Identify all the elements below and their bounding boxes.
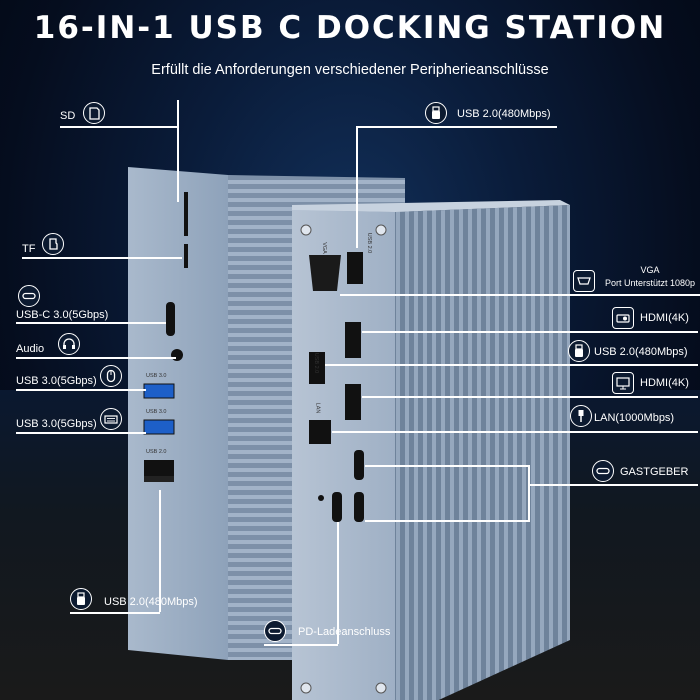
usb-drive-icon-top	[425, 102, 447, 124]
right-usb20-port-top	[347, 252, 363, 284]
label-usb30-1: USB 3.0(5Gbps)	[16, 375, 97, 387]
left-usb30-port-1	[143, 383, 175, 399]
left-usb30-port-2	[143, 419, 175, 435]
label-pd: PD-Ladeanschluss	[298, 626, 391, 638]
left-usbc-port	[166, 302, 175, 336]
mark-usb30: USB 3.0	[146, 373, 167, 379]
mark-usb20c: USB 2.0	[146, 449, 167, 455]
mark-usb30b: USB 3.0	[146, 409, 167, 415]
monitor-icon	[612, 372, 634, 394]
projector-icon	[612, 307, 634, 329]
tf-card-icon	[42, 233, 64, 255]
usbc-port-upper	[354, 450, 364, 480]
right-unit-front	[292, 210, 395, 700]
right-unit-fins	[395, 205, 570, 700]
label-host: GASTGEBER	[620, 466, 689, 478]
vga-port	[309, 255, 341, 291]
page-subtitle: Erfüllt die Anforderungen verschiedener …	[151, 62, 549, 78]
label-vga-desc: Port Unterstützt 1080p	[604, 278, 696, 288]
usbc-port-lower	[354, 492, 364, 522]
sd-slot	[184, 192, 188, 236]
hdmi-port-1	[345, 322, 361, 358]
left-unit-front	[128, 167, 228, 660]
usb-c-pd-icon	[264, 620, 286, 642]
label-usb20-left: USB 2.0(480Mbps)	[104, 596, 198, 608]
mouse-icon	[100, 365, 122, 387]
left-usb20-port	[144, 460, 174, 476]
label-vga-title: VGA	[640, 265, 660, 275]
sd-card-icon	[83, 102, 105, 124]
pd-port	[332, 492, 342, 522]
mark-usb20b: USB 2.0	[313, 352, 320, 374]
mark-usb20: USB 2.0	[366, 232, 373, 254]
keyboard-icon	[100, 408, 122, 430]
label-usbc: USB-C 3.0(5Gbps)	[16, 309, 109, 321]
headphones-icon	[58, 333, 80, 355]
label-hdmi-1: HDMI(4K)	[640, 312, 689, 324]
label-tf: TF	[22, 243, 36, 255]
ethernet-cable-icon	[570, 405, 592, 427]
label-hdmi-2: HDMI(4K)	[640, 377, 689, 389]
page-title: 16-IN-1 USB C DOCKING STATION	[33, 10, 667, 46]
label-lan: LAN(1000Mbps)	[594, 412, 675, 424]
usb-drive-icon-left	[70, 588, 92, 610]
usb-c-icon	[18, 285, 40, 307]
label-usb20-top: USB 2.0(480Mbps)	[457, 108, 551, 120]
label-usb30-2: USB 3.0(5Gbps)	[16, 418, 97, 430]
vga-connector-icon	[573, 270, 595, 292]
right-usb20-port-mid	[309, 352, 325, 384]
mark-lan: LAN	[314, 402, 321, 414]
label-sd: SD	[60, 110, 76, 122]
tf-slot	[184, 244, 188, 268]
usb-c-host-icon	[592, 460, 614, 482]
usb-drive-icon-mid	[568, 340, 590, 362]
mark-vga: VGA	[320, 242, 327, 254]
label-usb20-mid: USB 2.0(480Mbps)	[594, 346, 688, 358]
lan-port	[309, 420, 331, 444]
audio-jack	[171, 349, 183, 361]
label-audio: Audio	[16, 343, 45, 355]
hdmi-port-2	[345, 384, 361, 420]
